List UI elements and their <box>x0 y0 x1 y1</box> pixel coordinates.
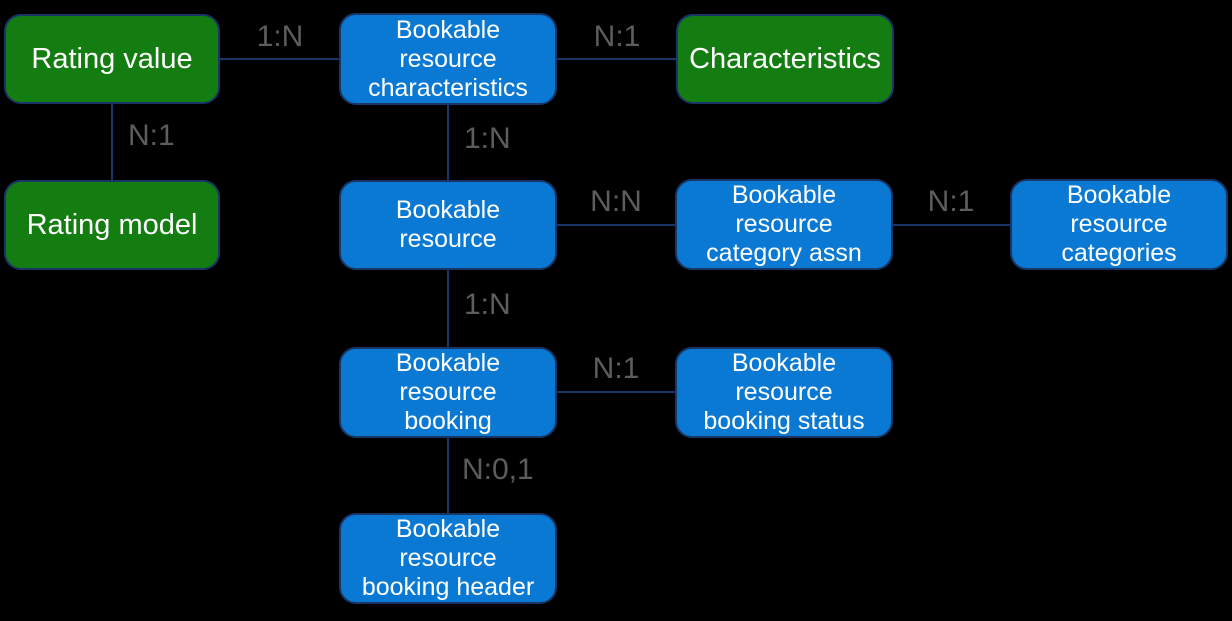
relationship-label-bookable-resource--bookable-resource-booking: 1:N <box>464 288 511 321</box>
relationship-label-bookable-resource-category-assn--bookable-resource-categories: N:1 <box>927 185 975 218</box>
relationship-label-rating-value--rating-model: N:1 <box>128 119 175 152</box>
entity-bookable-resource-booking: Bookable resource booking <box>339 347 557 438</box>
relationship-label-rating-value--bookable-resource-characteristics: 1:N <box>256 20 304 53</box>
connector-bookable-resource--bookable-resource-category-assn <box>557 224 675 226</box>
connector-bookable-resource-characteristics--bookable-resource <box>447 105 449 180</box>
relationship-label-bookable-resource-characteristics--bookable-resource: 1:N <box>464 122 511 155</box>
entity-rating-value: Rating value <box>4 14 220 104</box>
connector-bookable-resource--bookable-resource-booking <box>447 270 449 347</box>
entity-bookable-resource-booking-status: Bookable resource booking status <box>675 347 893 438</box>
connector-rating-value--rating-model <box>111 104 113 180</box>
relationship-label-bookable-resource-booking--bookable-resource-booking-status: N:1 <box>592 352 640 385</box>
connector-rating-value--bookable-resource-characteristics <box>220 58 339 60</box>
connector-bookable-resource-booking--bookable-resource-booking-status <box>557 391 675 393</box>
relationship-label-bookable-resource-characteristics--characteristics: N:1 <box>593 20 641 53</box>
entity-bookable-resource-categories: Bookable resource categories <box>1010 179 1228 270</box>
entity-bookable-resource-category-assn: Bookable resource category assn <box>675 179 893 270</box>
entity-bookable-resource-characteristics: Bookable resource characteristics <box>339 13 557 105</box>
relationship-label-bookable-resource-booking--bookable-resource-booking-header: N:0,1 <box>462 453 534 486</box>
entity-bookable-resource: Bookable resource <box>339 180 557 270</box>
entity-bookable-resource-booking-header: Bookable resource booking header <box>339 513 557 604</box>
connector-bookable-resource-category-assn--bookable-resource-categories <box>893 224 1010 226</box>
entity-rating-model: Rating model <box>4 180 220 270</box>
entity-characteristics: Characteristics <box>676 14 894 104</box>
relationship-label-bookable-resource--bookable-resource-category-assn: N:N <box>590 185 642 218</box>
connector-bookable-resource-characteristics--characteristics <box>557 58 676 60</box>
connector-bookable-resource-booking--bookable-resource-booking-header <box>447 438 449 513</box>
